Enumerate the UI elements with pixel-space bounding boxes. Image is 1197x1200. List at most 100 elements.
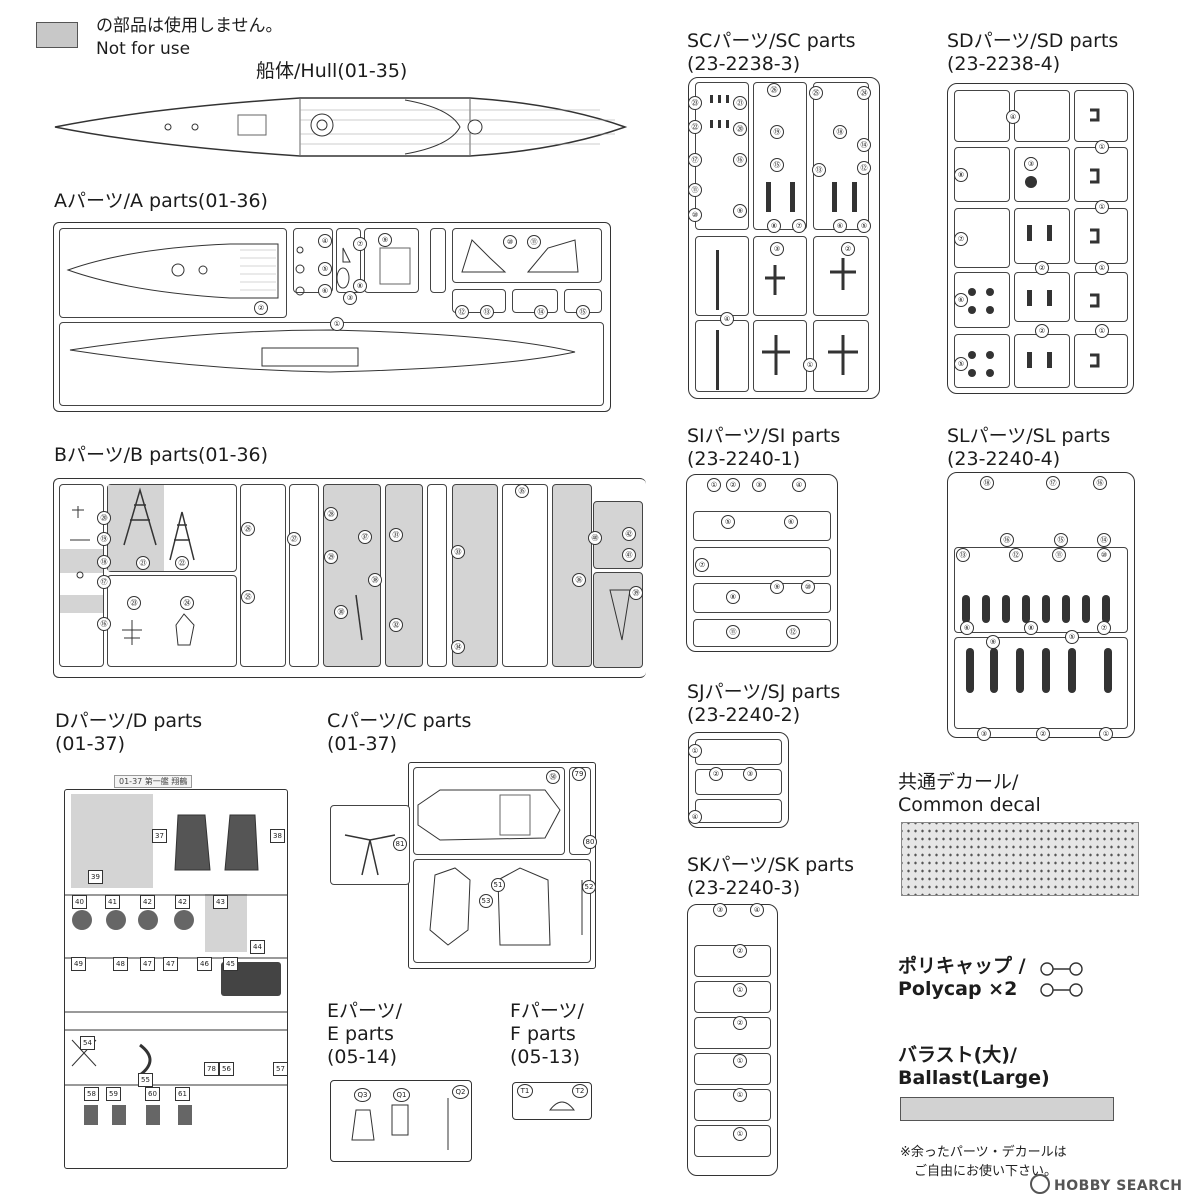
sl-num-5: ⑤ (1065, 630, 1079, 644)
d-num-57: 57 (273, 1062, 288, 1076)
a-parts-sprue (53, 222, 611, 412)
si-num-1: ① (707, 478, 721, 492)
d-parts-title-line1: Dパーツ/D parts (55, 710, 203, 732)
c-num-50: ㊿ (546, 770, 560, 784)
sk-num-3: ③ (713, 903, 727, 917)
e-parts-title: Eパーツ/ E parts (05-14) (327, 1000, 402, 1069)
b-num-16: ⑯ (97, 617, 111, 631)
ballast-title: バラスト(大)/ Ballast(Large) (898, 1044, 1050, 1090)
sd-parts-sprue (947, 83, 1134, 394)
sk-num-2b: ② (733, 1016, 747, 1030)
sk-parts-title: SKパーツ/SK parts (23-2240-3) (687, 854, 854, 900)
legend-text-en: Not for use (96, 39, 191, 59)
sl-num-16a: ⑯ (1093, 476, 1107, 490)
sc-num-20: ⑳ (733, 122, 747, 136)
d-num-59: 59 (106, 1087, 121, 1101)
c-parts-sprue (408, 762, 596, 969)
sc-num-21: ㉑ (733, 96, 747, 110)
watermark-logo-icon (1030, 1174, 1050, 1194)
sc-cell-r3c2 (753, 320, 807, 392)
c-num-53: 53 (479, 894, 493, 908)
si-num-8: ⑧ (726, 590, 740, 604)
legend-text-ja: の部品は使用しません。 (96, 16, 283, 36)
f-parts-title-line3: (05-13) (510, 1046, 581, 1068)
d-num-61: 61 (175, 1087, 190, 1101)
sd-cell-1-3 (1074, 90, 1128, 142)
sl-num-18: ⑱ (980, 476, 994, 490)
d-num-60: 60 (145, 1087, 160, 1101)
b-num-18: ⑱ (97, 555, 111, 569)
b-num-29: ㉙ (324, 550, 338, 564)
a-parts-title: Aパーツ/A parts(01-36) (54, 190, 268, 212)
b-num-33: ㉝ (451, 545, 465, 559)
d-num-49: 49 (71, 957, 86, 971)
sd-num-4: ④ (1006, 110, 1020, 124)
decal-title-line2: Common decal (898, 794, 1041, 816)
si-row-1 (693, 511, 831, 541)
sk-row-4 (694, 1053, 771, 1085)
a-num-7: ⑦ (353, 237, 367, 251)
b-parts-sprue (53, 478, 646, 678)
sl-parts-title: SLパーツ/SL parts (23-2240-4) (947, 425, 1110, 471)
c-parts-title-line2: (01-37) (327, 733, 398, 755)
sl-parts-sprue (947, 472, 1135, 738)
si-num-4: ④ (792, 478, 806, 492)
b-gray-mast (108, 485, 164, 571)
b-cell-27 (289, 484, 319, 667)
sd-parts-title-line2: (23-2238-4) (947, 53, 1061, 75)
sj-num-3: ③ (743, 767, 757, 781)
b-num-36: ㊱ (572, 573, 586, 587)
footnote-line1: ※余ったパーツ・デカールは (900, 1145, 1067, 1160)
b-num-41: ㊶ (622, 548, 636, 562)
si-num-11: ⑪ (726, 625, 740, 639)
b-num-20: ⑳ (97, 511, 111, 525)
c-cell-51-53 (413, 859, 591, 963)
a-num-11: ⑪ (527, 235, 541, 249)
sl-num-15: ⑮ (1054, 533, 1068, 547)
si-parts-title-line1: SIパーツ/SI parts (687, 425, 841, 447)
sl-num-13: ⑬ (956, 548, 970, 562)
si-num-7: ⑦ (695, 558, 709, 572)
b-cell-31-32 (385, 484, 423, 667)
si-num-9: ⑨ (770, 580, 784, 594)
b-num-27: ㉗ (287, 532, 301, 546)
b-cell-blank (427, 484, 447, 667)
b-num-19: ⑲ (97, 532, 111, 546)
sl-num-12: ⑫ (1009, 548, 1023, 562)
b-parts-title: Bパーツ/B parts(01-36) (54, 444, 269, 466)
d-num-58: 58 (84, 1087, 99, 1101)
ballast-title-line2: Ballast(Large) (898, 1067, 1050, 1089)
c-parts-title: Cパーツ/C parts (01-37) (327, 710, 471, 756)
b-num-23: ㉓ (127, 596, 141, 610)
d-num-47b: 47 (163, 957, 178, 971)
c-num-80: 80 (583, 835, 597, 849)
c-num-81: 81 (393, 837, 407, 851)
d-num-47a: 47 (140, 957, 155, 971)
sd-num-2a: ② (1035, 261, 1049, 275)
b-num-31: ㉛ (389, 528, 403, 542)
sd-num-1c: ① (1095, 261, 1109, 275)
sk-row-6 (694, 1125, 771, 1157)
a-num-14: ⑭ (534, 305, 548, 319)
d-num-78: 78 (204, 1062, 219, 1076)
sd-num-1a: ① (1095, 140, 1109, 154)
polycap-title: ポリキャップ / Polycap ×2 (898, 955, 1026, 1001)
si-parts-title: SIパーツ/SI parts (23-2240-1) (687, 425, 840, 471)
a-num-5: ⑤ (318, 262, 332, 276)
sk-num-1b: ① (733, 1054, 747, 1068)
si-num-3: ③ (752, 478, 766, 492)
sd-num-6: ⑥ (954, 293, 968, 307)
sd-cell-3-3 (1074, 208, 1128, 264)
b-num-39: ㊴ (629, 586, 643, 600)
d-num-41: 41 (105, 895, 120, 909)
sc-num-26: ㉖ (767, 83, 781, 97)
sl-num-1: ① (1099, 727, 1113, 741)
si-num-10: ⑩ (801, 580, 815, 594)
sc-num-6: ⑥ (833, 219, 847, 233)
sc-cell-r3c1 (695, 320, 749, 392)
b-num-42: ㊷ (622, 527, 636, 541)
polycap-title-line1: ポリキャップ / (898, 955, 1026, 977)
ballast-bar (900, 1097, 1114, 1121)
sl-num-6: ⑥ (960, 621, 974, 635)
sc-num-10: ⑩ (688, 208, 702, 222)
